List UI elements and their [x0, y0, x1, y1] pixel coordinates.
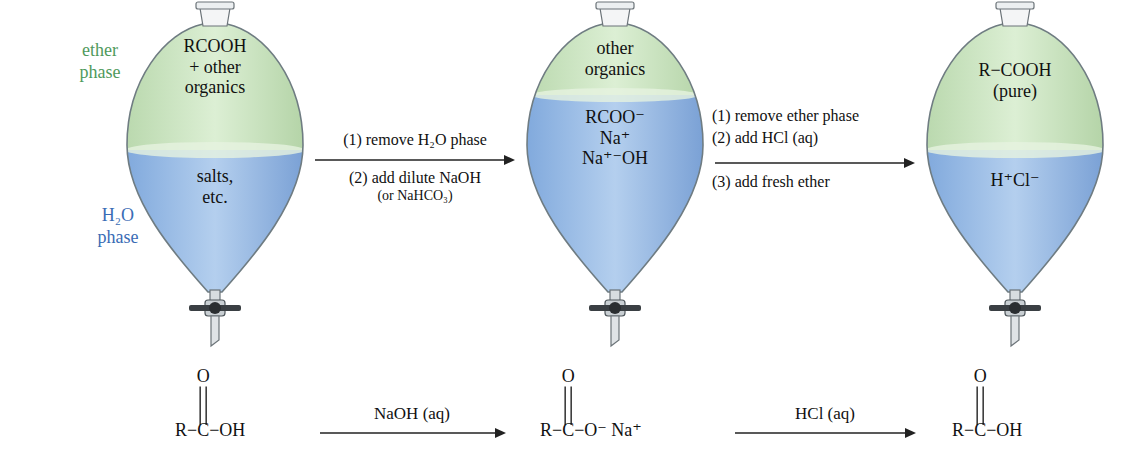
- double-bond: [976, 387, 977, 425]
- reagent-label: NaOH (aq): [374, 404, 450, 424]
- step-text: (or NaHCO₃): [377, 188, 452, 205]
- arrowhead: [504, 155, 515, 165]
- phase-contents: RCOO⁻ Na⁺ Na⁺⁻OH: [582, 107, 648, 169]
- double-bond: [199, 387, 200, 425]
- phase-contents: RCOOH + other organics: [183, 36, 246, 98]
- phase-contents: salts, etc.: [197, 166, 234, 207]
- phase-label: H₂O phase: [98, 205, 139, 248]
- reagent-label: HCl (aq): [795, 404, 855, 424]
- step-text: (2) add dilute NaOH: [349, 168, 481, 187]
- liquid-phase: other organics: [527, 22, 703, 95]
- carbonyl-oxygen: O: [197, 366, 210, 388]
- structure-formula: R−C−OH: [175, 420, 245, 442]
- phase-contents: other organics: [585, 38, 646, 79]
- step-text: (3) add fresh ether: [712, 172, 830, 191]
- liquid-phase: H⁺Cl⁻: [927, 150, 1103, 290]
- phase-contents: H⁺Cl⁻: [990, 170, 1039, 191]
- arrowhead: [904, 158, 915, 168]
- structure-formula: R−C−O⁻ Na⁺: [540, 420, 642, 442]
- carbonyl-oxygen: O: [974, 366, 987, 388]
- phase-contents: R−COOH (pure): [978, 60, 1051, 101]
- double-bond: [564, 387, 565, 425]
- liquid-phase: RCOOH + other organics: [127, 22, 303, 150]
- process-arrow: [715, 158, 915, 168]
- step-text: (2) add HCl (aq): [712, 128, 818, 147]
- double-bond: [570, 387, 571, 425]
- process-arrow: [315, 155, 515, 165]
- step-text: (1) remove ether phase: [712, 106, 859, 125]
- arrow-shaft: [315, 159, 507, 160]
- liquid-phase: R−COOH (pure): [927, 22, 1103, 150]
- phase-label: ether phase: [80, 40, 121, 83]
- carbonyl-oxygen: O: [562, 366, 575, 388]
- structure-formula: R−C−OH: [952, 420, 1022, 442]
- step-text: (1) remove H₂O phase: [343, 130, 487, 149]
- arrow-shaft: [715, 162, 907, 163]
- liquid-phase: RCOO⁻ Na⁺ Na⁺⁻OH: [527, 95, 703, 290]
- liquid-phase: salts, etc.: [127, 150, 303, 290]
- double-bond: [982, 387, 983, 425]
- double-bond: [205, 387, 206, 425]
